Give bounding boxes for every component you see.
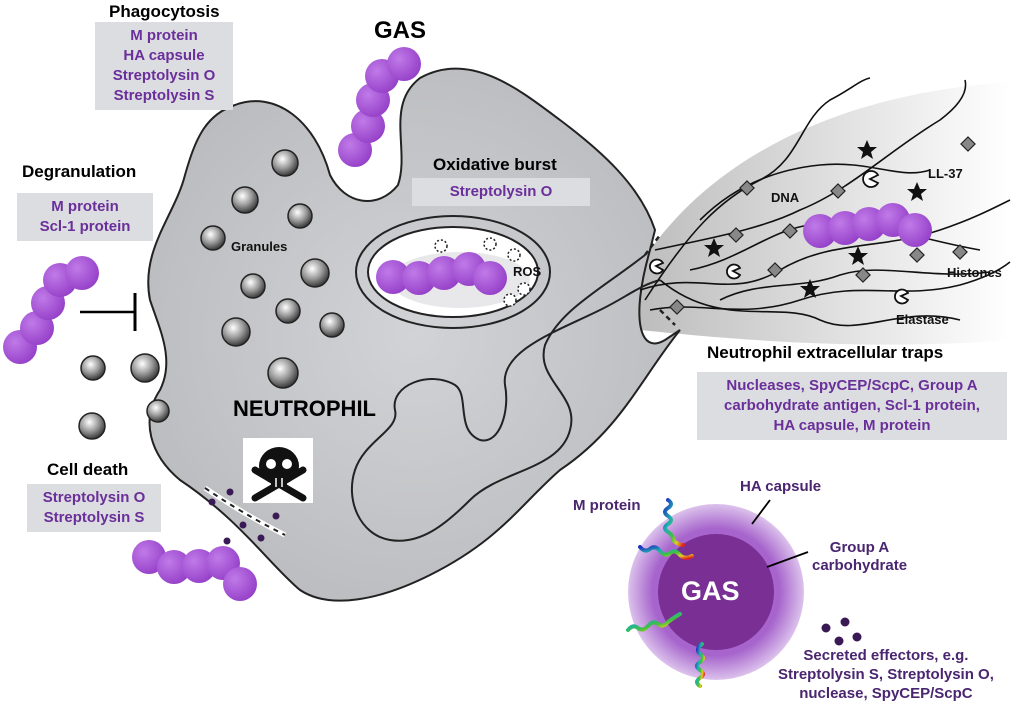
factor: Streptolysin O bbox=[42, 489, 146, 506]
granule bbox=[130, 353, 160, 383]
granule bbox=[287, 203, 313, 229]
net-factors: Nucleases, SpyCEP/ScpC, Group A carbohyd… bbox=[697, 372, 1007, 440]
granule bbox=[267, 357, 299, 389]
factor: Streptolysin S bbox=[43, 509, 145, 526]
gas-top-label: GAS bbox=[374, 17, 427, 44]
dna-strands bbox=[639, 77, 1011, 327]
net-title: Neutrophil extracellular traps bbox=[707, 343, 944, 362]
secreted-effectors-label: Secreted effectors, e.g. Streptolysin S,… bbox=[778, 646, 994, 703]
phagocytosis-title: Phagocytosis bbox=[109, 2, 220, 21]
phagocytosis-factors: M protein HA capsule Streptolysin O Stre… bbox=[95, 22, 233, 110]
granule bbox=[78, 412, 106, 440]
group-a-line: Group A bbox=[829, 539, 890, 556]
gas-cell-center-label: GAS bbox=[681, 576, 740, 606]
ll37-label: LL-37 bbox=[928, 166, 963, 181]
factor: Streptolysin S bbox=[113, 87, 215, 104]
diamond-icon bbox=[669, 136, 976, 315]
group-a-line: carbohydrate bbox=[812, 557, 908, 574]
released-granules bbox=[78, 353, 170, 440]
nucleus-dash bbox=[644, 234, 661, 256]
granule bbox=[221, 317, 251, 347]
m-protein-label: M protein bbox=[573, 497, 641, 514]
granule bbox=[271, 149, 299, 177]
factor: M protein bbox=[130, 27, 198, 44]
cell-death-factors: Streptolysin O Streptolysin S bbox=[27, 484, 161, 532]
granules-group bbox=[200, 149, 345, 389]
oxidative-burst-title: Oxidative burst bbox=[433, 155, 557, 174]
granule bbox=[80, 355, 106, 381]
secreted-dots bbox=[821, 617, 862, 646]
skull-crossbones-icon bbox=[243, 438, 313, 503]
factor: Nucleases, SpyCEP/ScpC, Group A bbox=[726, 377, 978, 394]
granule bbox=[275, 298, 301, 324]
ros-particle bbox=[507, 248, 521, 262]
gas-chain-oxidative bbox=[376, 252, 507, 295]
degranulation-factors: M protein Scl-1 protein bbox=[17, 193, 153, 241]
granule bbox=[240, 273, 266, 299]
pacman-icon bbox=[649, 170, 910, 305]
ros-particle bbox=[517, 282, 531, 296]
inhibition-bar-icon bbox=[80, 293, 137, 331]
membrane-break-dash bbox=[204, 487, 286, 536]
gas-chain-degranulation bbox=[3, 256, 99, 364]
group-a-label: Group A carbohydrate bbox=[812, 539, 907, 575]
gas-chain-net bbox=[803, 203, 932, 248]
ha-capsule-label: HA capsule bbox=[740, 478, 822, 495]
gas-chain-phagocytosis bbox=[338, 47, 421, 167]
cell-death-title: Cell death bbox=[47, 460, 129, 479]
ros-particle bbox=[503, 293, 517, 307]
gas-cell-diagram bbox=[626, 498, 809, 688]
ros-particle bbox=[434, 239, 448, 253]
secreted-line: Streptolysin S, Streptolysin O, bbox=[778, 666, 994, 683]
phagosome-outer bbox=[355, 215, 551, 329]
neutrophil-label: NEUTROPHIL bbox=[233, 396, 376, 421]
gas-chain-celldeath bbox=[132, 540, 257, 601]
elastase-label: Elastase bbox=[896, 312, 949, 327]
factor: Streptolysin O bbox=[449, 183, 553, 200]
granule bbox=[231, 186, 259, 214]
net-region bbox=[640, 82, 1010, 345]
star-icon bbox=[704, 140, 927, 298]
histones-label: Histones bbox=[947, 265, 1002, 280]
ros-label: ROS bbox=[513, 264, 542, 279]
degranulation-title: Degranulation bbox=[22, 162, 137, 181]
factor: Streptolysin O bbox=[112, 67, 216, 84]
factor: M protein bbox=[51, 198, 119, 215]
nucleus-dash-2 bbox=[659, 309, 676, 326]
granule bbox=[319, 312, 345, 338]
ros-group bbox=[434, 237, 531, 307]
secreted-line: Secreted effectors, e.g. bbox=[803, 647, 969, 664]
granule bbox=[146, 399, 170, 423]
granule bbox=[300, 258, 330, 288]
m-protein-helix bbox=[626, 498, 705, 688]
secreted-line: nuclease, SpyCEP/ScpC bbox=[799, 685, 973, 702]
oxidative-burst-factors: Streptolysin O bbox=[412, 178, 590, 206]
factor: carbohydrate antigen, Scl-1 protein, bbox=[724, 397, 980, 414]
released-dots bbox=[208, 488, 280, 545]
factor: Scl-1 protein bbox=[39, 218, 131, 235]
factor: HA capsule bbox=[123, 47, 205, 64]
granules-label: Granules bbox=[231, 239, 288, 254]
factor: HA capsule, M protein bbox=[773, 417, 931, 434]
dna-label: DNA bbox=[771, 190, 800, 205]
gas-core bbox=[658, 534, 774, 650]
nucleus bbox=[350, 254, 661, 542]
granule bbox=[200, 225, 226, 251]
ros-particle bbox=[483, 237, 497, 251]
